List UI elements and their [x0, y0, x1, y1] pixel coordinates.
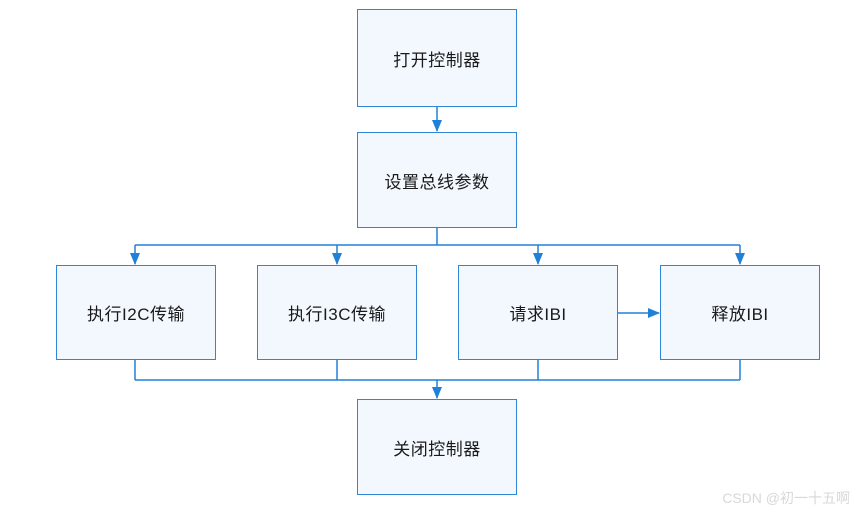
- node-release-ibi-label: 释放IBI: [711, 305, 769, 324]
- node-open-controller: 打开控制器: [357, 9, 517, 107]
- node-close-controller: 关闭控制器: [357, 399, 517, 495]
- node-i3c-transfer: 执行I3C传输: [257, 265, 417, 360]
- node-i3c-transfer-label: 执行I3C传输: [288, 305, 386, 324]
- node-i2c-transfer: 执行I2C传输: [56, 265, 216, 360]
- node-set-bus-params: 设置总线参数: [357, 132, 517, 228]
- watermark: CSDN @初一十五啊: [722, 490, 850, 506]
- node-i2c-transfer-label: 执行I2C传输: [87, 305, 185, 324]
- node-open-controller-label: 打开控制器: [393, 50, 481, 70]
- node-request-ibi: 请求IBI: [458, 265, 618, 360]
- node-set-bus-params-label: 设置总线参数: [384, 172, 490, 192]
- node-release-ibi: 释放IBI: [660, 265, 820, 360]
- node-close-controller-label: 关闭控制器: [393, 439, 481, 459]
- node-request-ibi-label: 请求IBI: [509, 305, 567, 324]
